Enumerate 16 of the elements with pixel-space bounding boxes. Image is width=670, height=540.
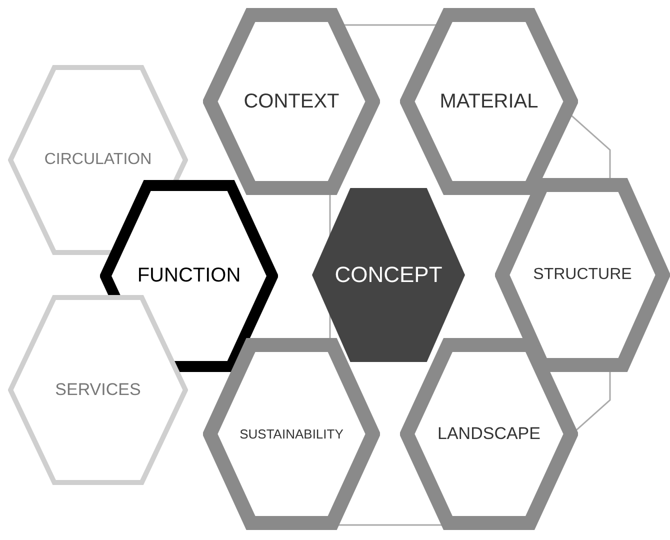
- hexagon-shape: [203, 8, 380, 195]
- hexagon-label: CONTEXT: [244, 90, 340, 113]
- hexagon-shape: [203, 338, 380, 530]
- hexagon-shape: [400, 8, 578, 195]
- hexagon-label: CONCEPT: [334, 262, 442, 288]
- hexagon-label: LANDSCAPE: [438, 424, 540, 444]
- hexagon-shape: [8, 295, 188, 485]
- hexagon-label: STRUCTURE: [533, 266, 632, 284]
- hexagon-label: MATERIAL: [440, 90, 538, 113]
- hexagon-label: SUSTAINABILITY: [240, 426, 344, 442]
- hexagon-label: FUNCTION: [137, 264, 241, 288]
- hexagon-shape: [400, 338, 578, 530]
- hexagon-label: SERVICES: [55, 380, 141, 400]
- hexagon-shape: [495, 178, 670, 372]
- hexagon-shape: [312, 188, 465, 362]
- hexagon-label: CIRCULATION: [44, 151, 152, 169]
